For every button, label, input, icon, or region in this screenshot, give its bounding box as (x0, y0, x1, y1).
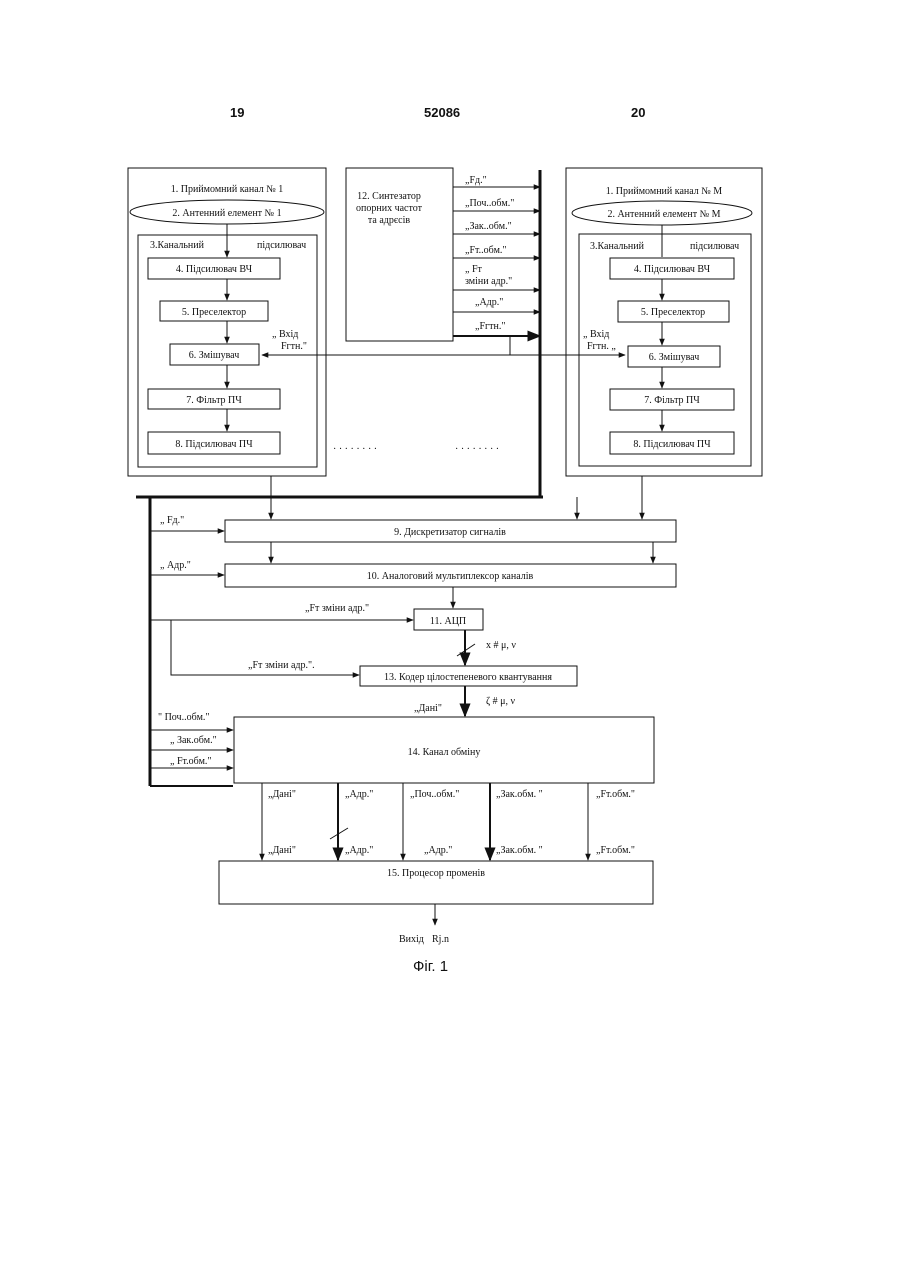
data-in-label: „Дані" (414, 703, 442, 714)
synth-out-ft-change-a: „ Fт (465, 264, 483, 275)
receive-channel-M-label: 1. Приймомний канал № М (606, 186, 723, 197)
exchange-channel-label: 14. Канал обміну (408, 747, 481, 758)
synthesizer-label-c: та адрєсів (368, 215, 410, 226)
bus-top-zak: „Зак.обм. " (496, 789, 543, 800)
bus-bottom-zak: „Зак.обм. " (496, 845, 543, 856)
dots-right: · · · · · · · · (455, 444, 499, 455)
synth-out-zak: „Зак..обм." (465, 221, 512, 232)
channel-amplifier-M-label-a: 3.Канальний (590, 241, 645, 252)
zeta-signal-label: ζ # μ, ν (486, 696, 516, 707)
fgtn-input-1-label-a: „ Вхід (272, 329, 298, 340)
hf-amplifier-1-label: 4. Підсилювач ВЧ (176, 264, 253, 275)
synth-out-fd: „Fд." (465, 175, 487, 186)
ft-change-signal-label-1: „Fт зміни адр." (305, 603, 369, 614)
analog-multiplexer-label: 10. Аналоговий мультиплексор каналів (367, 571, 534, 582)
bus-bottom-ft: „Fт.обм." (596, 845, 635, 856)
if-amplifier-M-label: 8. Підсилювач ПЧ (633, 439, 711, 450)
output-label-a: Вихід (399, 934, 424, 945)
antenna-element-M-label: 2. Антенний елемент № М (607, 209, 720, 220)
fgtn-input-M-label-a: „ Вхід (583, 329, 609, 340)
if-filter-M-label: 7. Фільтр ПЧ (644, 395, 700, 406)
mixer-1-label: 6. Змішувач (189, 350, 239, 361)
bus-bottom-adr-1: „Адр." (345, 845, 373, 856)
fd-signal-label: „ Fд." (160, 515, 184, 526)
channel-amplifier-1-label-b: підсилювач (257, 240, 306, 251)
bus-top-ft: „Fт.обм." (596, 789, 635, 800)
fgtn-input-M-label-b: Fгтн. „ (587, 341, 616, 352)
synthesizer-label-a: 12. Синтезатор (357, 191, 421, 202)
preselector-1-label: 5. Преселектор (182, 307, 246, 318)
hf-amplifier-M-label: 4. Підсилювач ВЧ (634, 264, 711, 275)
x-signal-label: x # μ, ν (486, 640, 516, 651)
synth-out-poch: „Поч..обм." (465, 198, 514, 209)
bus-top-poch: „Поч..обм." (410, 789, 459, 800)
bus-top-adr: „Адр." (345, 789, 373, 800)
bus-bottom-adr-2: „Адр." (424, 845, 452, 856)
coder-label: 13. Кодер цілостепеневого квантування (384, 672, 552, 683)
dots-left: · · · · · · · · (333, 444, 377, 455)
beam-processor-label: 15. Процесор променів (387, 868, 485, 879)
preselector-M-label: 5. Преселектор (641, 307, 705, 318)
bus-top-data: „Дані" (268, 789, 296, 800)
channel-amplifier-M-label-b: підсилювач (690, 241, 739, 252)
fgtn-input-1-label-b: Fгтн." (281, 341, 307, 352)
zak-obm-label: „ Зак.обм." (170, 735, 217, 746)
antenna-element-1-label: 2. Антенний елемент № 1 (172, 208, 281, 219)
ft-change-signal-label-2: „Fт зміни адр.". (248, 660, 315, 671)
receive-channel-1-label: 1. Приймомний канал № 1 (171, 184, 284, 195)
synth-out-fgtn: „Fгтн." (475, 321, 505, 332)
adc-label: 11. АЦП (430, 616, 466, 627)
synthesizer-label-b: опорних частот (356, 203, 423, 214)
poch-obm-label: " Поч..обм." (158, 712, 209, 723)
figure-caption: Фіг. 1 (413, 958, 448, 975)
synth-out-ft-change-b: зміни адр." (465, 276, 512, 287)
synth-out-ft-obm: „Fт..обм." (465, 245, 507, 256)
if-amplifier-1-label: 8. Підсилювач ПЧ (175, 439, 253, 450)
synth-out-adr: „Адр." (475, 297, 503, 308)
adr-signal-label: „ Адр." (160, 560, 191, 571)
channel-amplifier-1-label-a: 3.Канальний (150, 240, 205, 251)
mixer-M-label: 6. Змішувач (649, 352, 699, 363)
ft-obm-label: „ Fт.обм." (170, 756, 212, 767)
if-filter-1-label: 7. Фільтр ПЧ (186, 395, 242, 406)
signal-discretizer-label: 9. Дискретизатор сигналів (394, 527, 506, 538)
bus-bottom-data: „Дані" (268, 845, 296, 856)
output-label-b: Rj.n (432, 934, 449, 945)
